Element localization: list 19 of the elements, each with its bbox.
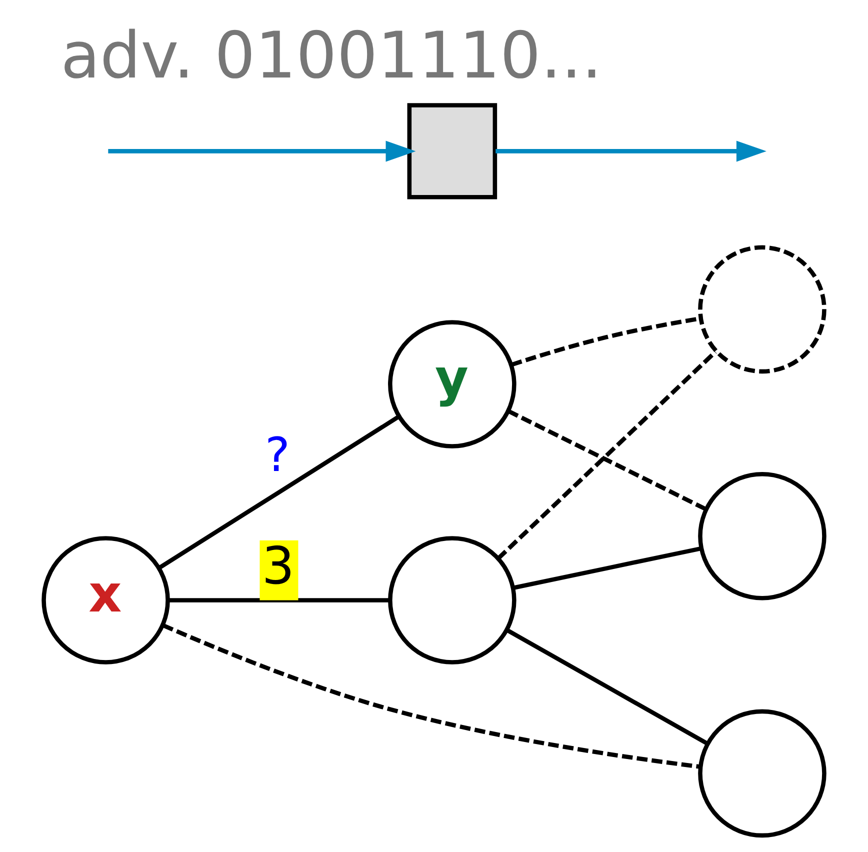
connector bbox=[158, 414, 400, 570]
connector bbox=[168, 598, 390, 602]
connector bbox=[512, 546, 702, 590]
node-circle: y bbox=[388, 320, 516, 448]
connector bbox=[507, 408, 707, 510]
node-circle bbox=[698, 471, 826, 600]
connector bbox=[506, 628, 708, 745]
edge-label: ? bbox=[265, 428, 290, 483]
node-box bbox=[407, 102, 498, 199]
node-circle: x bbox=[42, 536, 170, 664]
node-circle bbox=[698, 244, 826, 374]
edge-label: 3 bbox=[262, 536, 295, 596]
arrow bbox=[496, 140, 766, 162]
node-circle bbox=[388, 536, 516, 664]
connector bbox=[496, 350, 717, 560]
node-circle bbox=[698, 708, 826, 838]
diagram-title: adv. 01001110... bbox=[60, 18, 602, 93]
arrow bbox=[108, 140, 416, 162]
connector bbox=[162, 622, 701, 768]
